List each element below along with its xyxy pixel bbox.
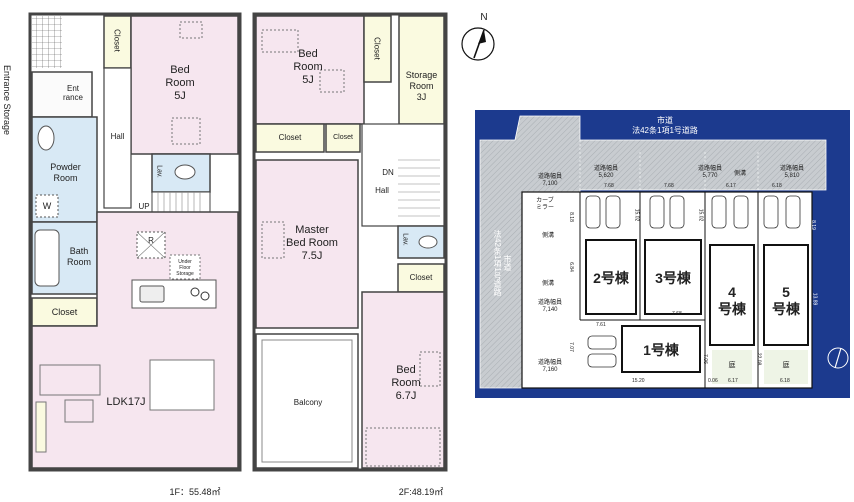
master-bedroom — [255, 159, 359, 329]
lot-5-label: 5 号棟 — [772, 284, 800, 317]
floor2-area: 2F:48.19㎡ — [398, 487, 444, 497]
hall-1f-label: Hall — [110, 132, 125, 141]
road-top-label: 市道 法42条1項1号道路 — [632, 116, 698, 135]
lot-1 — [621, 325, 701, 373]
compass-letter: N — [480, 12, 488, 23]
bedroom-2f-bottom — [361, 291, 445, 469]
dim-8: 6.84 — [567, 262, 574, 272]
closet-top-label: Closet — [112, 29, 122, 52]
compass-small-icon — [827, 347, 849, 369]
lot-4-label: 4 号棟 — [718, 284, 746, 317]
lav-1f-label: Lav. — [155, 165, 163, 178]
dim-4: 6.18 — [772, 183, 782, 189]
lot-3 — [644, 239, 702, 315]
lav-2f-label: Lav. — [401, 233, 409, 246]
entrance-storage — [32, 16, 62, 68]
cars — [585, 195, 801, 368]
entrance — [31, 71, 93, 118]
closet-2f-d — [397, 263, 445, 293]
gutter-label-3: 側溝 — [733, 171, 746, 177]
road-width-6: 道路幅員 7,160 — [537, 360, 562, 373]
curve-mirror-label: カーブ ミラー — [535, 198, 554, 211]
closet-top — [103, 15, 132, 69]
road-width-3: 道路幅員 5,810 — [779, 166, 804, 179]
bedroom-2f-bottom-label: Bed Room 6.7J — [391, 364, 421, 402]
bath-room-label: Bath Room — [66, 246, 91, 267]
hall-2f-label: Hall — [375, 186, 389, 195]
garden-label-2: 庭 — [782, 362, 790, 369]
dim-12: 7.06 — [701, 354, 708, 364]
dim-5: 15.02 — [633, 208, 640, 222]
bedroom-2f-top — [255, 15, 365, 125]
dim-10: 7.68 — [672, 311, 682, 317]
bedroom-1f — [130, 15, 239, 155]
road-width-1: 道路幅員 5,620 — [593, 166, 618, 179]
storage-room-label: Storage Room 3J — [405, 70, 438, 102]
w-label: W — [42, 201, 52, 211]
dim-13: 22.08 — [755, 352, 762, 366]
dim-7: 8.18 — [567, 212, 574, 222]
closet-2f-c-label: Closet — [333, 134, 353, 141]
entrance-label: Ent rance — [62, 84, 83, 102]
closet-1f-left-label: Closet — [51, 307, 78, 317]
dn-label: DN — [382, 168, 394, 177]
gutter-label-1: 側溝 — [541, 233, 554, 239]
floor-2 — [252, 12, 448, 472]
under-floor-label: Under Floor Storage — [176, 259, 194, 277]
site-plan — [475, 110, 850, 398]
dim-18: 8.19 — [809, 220, 816, 230]
lot-2 — [585, 239, 637, 315]
dim-1: 7.68 — [604, 183, 614, 189]
closet-2f-a — [363, 15, 392, 83]
powder-room-label: Powder Room — [50, 162, 81, 183]
dim-17: 6.18 — [780, 378, 790, 384]
hall-2f — [361, 123, 445, 227]
lot-1-label: 1号棟 — [643, 342, 679, 358]
entrance-storage-label: Entrance Storage — [2, 64, 12, 136]
floor1-area: 1F：55.48㎡ — [169, 487, 221, 497]
closet-2f-b — [255, 123, 325, 153]
lot-4 — [709, 244, 755, 346]
hall-1f — [103, 67, 132, 209]
closet-2f-c — [325, 123, 361, 153]
up-label: UP — [138, 202, 150, 211]
balcony — [255, 333, 359, 469]
road-width-2: 道路幅員 5,770 — [697, 166, 722, 179]
dim-14: 15.20 — [632, 378, 645, 384]
dim-11: 7.07 — [567, 342, 574, 352]
road-width-4: 道路幅員 7,100 — [537, 174, 562, 187]
balcony-label: Balcony — [293, 398, 323, 407]
road-width-5: 道路幅員 7,140 — [537, 300, 562, 313]
compass-icon — [461, 27, 495, 61]
ldk-label: LDK17J — [106, 396, 146, 408]
dim-2: 7.68 — [664, 183, 674, 189]
r-label: R — [148, 236, 154, 245]
gutter-label-2: 側溝 — [541, 281, 554, 287]
garden-label-1: 庭 — [728, 362, 736, 369]
dim-6: 15.02 — [697, 208, 704, 222]
closet-2f-b-label: Closet — [278, 133, 302, 142]
closet-2f-d-label: Closet — [409, 273, 433, 282]
closet-2f-a-label: Closet — [372, 37, 382, 60]
bedroom-1f-label: Bed Room 5J — [165, 64, 195, 102]
floor-1 — [28, 12, 242, 472]
dim-16: 6.17 — [728, 378, 738, 384]
dim-19: 13.89 — [811, 292, 818, 306]
lot-2-label: 2号棟 — [593, 270, 629, 286]
dim-9: 7.61 — [596, 322, 606, 328]
lot-3-label: 3号棟 — [655, 270, 691, 286]
dim-15: 0.06 — [708, 378, 718, 384]
stairs-2f — [398, 159, 440, 217]
dim-3: 6.17 — [726, 183, 736, 189]
lot-5 — [763, 244, 809, 346]
bedroom-2f-top-label: Bed Room 5J — [293, 48, 323, 86]
master-bedroom-label: Master Bed Room 7.5J — [286, 224, 338, 262]
road-left-label: 市道 法42条1項1号道路 — [493, 230, 512, 296]
storage-room — [398, 15, 445, 125]
